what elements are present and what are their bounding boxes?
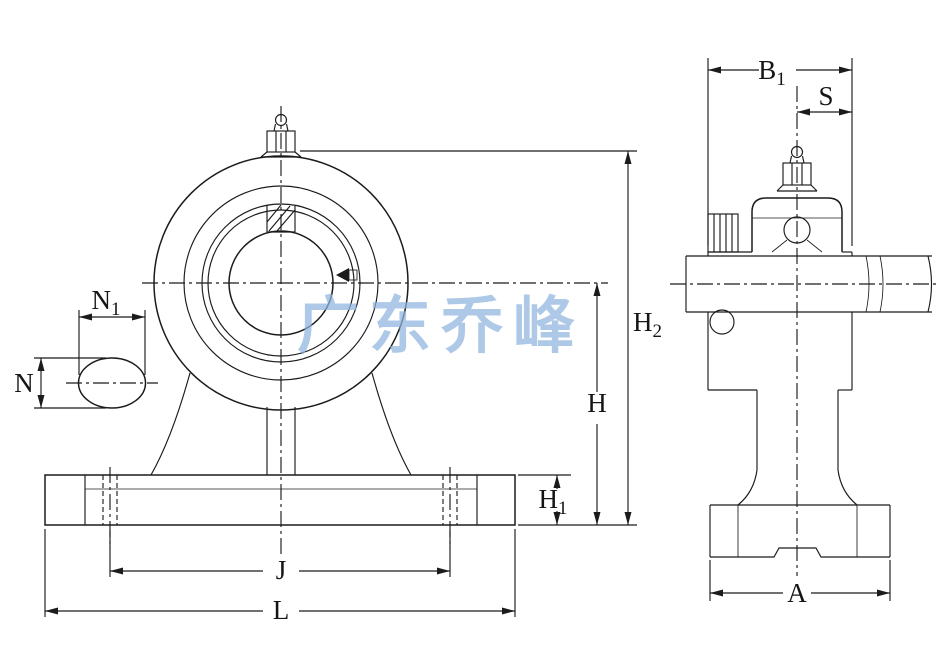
dim-l [44, 529, 516, 617]
front-view [44, 106, 608, 556]
side-view [670, 86, 937, 576]
bore-circle [228, 230, 334, 336]
pedestal-front [150, 372, 412, 476]
dim-label-a: A [787, 578, 807, 608]
mounting-slot-oval [77, 357, 147, 409]
dim-a [709, 560, 891, 601]
dim-h1 [518, 474, 571, 525]
dim-label-h1: H1 [539, 484, 568, 519]
side-dimensions [707, 58, 891, 601]
tapped-hole-hidden-lines [102, 475, 458, 525]
setscrew-detail [266, 204, 296, 233]
side-centerlines [670, 86, 937, 576]
dim-b1 [707, 58, 853, 246]
dim-label-j: J [276, 555, 287, 585]
bearing-outer-ring-circle [201, 203, 361, 363]
housing-inner-circle [183, 185, 379, 381]
dim-h2 [300, 150, 637, 526]
front-dimensions [34, 150, 637, 617]
dim-n [34, 357, 106, 409]
setscrew-boss-side [707, 213, 739, 253]
dim-label-h: H [587, 388, 607, 418]
dim-n1 [78, 310, 146, 375]
dimension-labels: N1 N H2 H H1 J L B1 S A [14, 55, 833, 625]
housing-cap-side [751, 197, 843, 253]
dim-label-n: N [14, 368, 34, 398]
shaft-side [685, 255, 933, 313]
lube-pointer [336, 268, 358, 282]
dim-label-h2: H2 [633, 307, 662, 342]
housing-body-side [707, 251, 853, 391]
housing-outer-circle [153, 155, 409, 411]
dim-label-l: L [273, 595, 290, 625]
base-front [44, 474, 516, 526]
pedestal-side [737, 390, 858, 506]
dim-j [109, 530, 451, 577]
grease-fitting-side [776, 145, 818, 192]
dim-label-b1: B1 [758, 55, 786, 90]
watermark-text: 广东乔峰 [297, 289, 585, 362]
dim-label-s: S [818, 81, 833, 111]
dim-label-n1: N1 [92, 285, 121, 320]
base-side [709, 504, 891, 558]
bearing-inner-ring-circle [207, 209, 355, 357]
